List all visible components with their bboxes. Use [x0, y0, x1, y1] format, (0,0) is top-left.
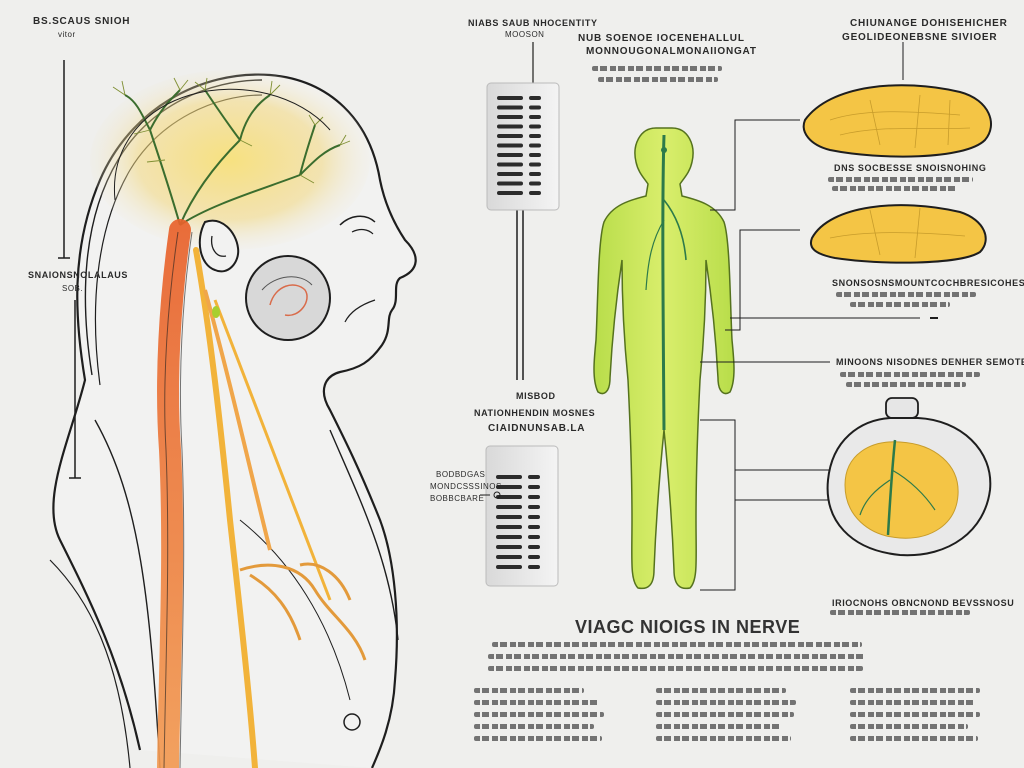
gauge-tick — [497, 96, 523, 100]
text-placeholder-row — [850, 302, 950, 307]
gauge-tick — [496, 495, 522, 499]
text-placeholder-row — [832, 186, 957, 191]
gauge-tick-marker — [529, 191, 541, 195]
gauge-tick-marker — [528, 475, 540, 479]
gauge-tick-marker — [528, 485, 540, 489]
gauge-tick — [496, 485, 522, 489]
brain-nerve-tree — [90, 70, 370, 250]
label-top-left-title: BS.SCAUS SNIOH — [33, 16, 131, 27]
label-left-small-3: BOBBCBARE — [430, 494, 485, 503]
gauge-tick — [496, 515, 522, 519]
gauge-tick — [497, 143, 523, 148]
top-gauge — [486, 42, 560, 380]
vagus-nerve-trunk — [157, 219, 332, 768]
text-placeholder-row — [836, 292, 976, 297]
label-right-mid-1: DNS SOCBESSE SNOISNOHING — [834, 163, 987, 173]
ganglion-node — [212, 255, 331, 341]
gauge-tick-marker — [529, 172, 541, 176]
gauge-tick-marker — [529, 162, 541, 167]
label-right-bottom-1: IRIOCNOHS OBNCNOND BEVSSNOSU — [832, 598, 1015, 608]
organ-top — [802, 84, 992, 158]
organ-bottom — [826, 397, 992, 557]
bottom-gauge — [485, 445, 559, 587]
bottom-gauge-ticks — [496, 475, 540, 569]
gauge-tick-marker — [528, 495, 540, 499]
gauge-tick — [497, 134, 523, 138]
gauge-tick — [497, 162, 523, 167]
text-placeholder-row — [846, 382, 966, 387]
label-right-top-1: CHIUNANGE DOHISEHICHER — [850, 18, 1008, 29]
gauge-tick-marker — [528, 555, 540, 559]
label-center-top-1: NUB SOENOE IOCENEHALLUL — [578, 33, 745, 44]
gauge-tick-marker — [529, 96, 541, 100]
body-figure — [593, 127, 735, 590]
gauge-tick — [496, 505, 522, 509]
gauge-tick — [496, 475, 522, 479]
gauge-tick — [497, 124, 523, 129]
gauge-tick-marker — [528, 515, 540, 519]
label-center-top-2: MONNOUGONALMONAIIONGAT — [586, 46, 757, 57]
gauge-tick-marker — [528, 525, 540, 529]
label-gauge-bottom-2: NATIONHENDIN MOSNES — [474, 408, 596, 418]
gauge-tick — [496, 565, 522, 569]
gauge-tick — [497, 172, 523, 176]
gauge-tick-marker — [529, 115, 541, 119]
label-top-left-sub: vitor — [58, 30, 76, 39]
small-markers — [480, 491, 501, 499]
gauge-tick — [496, 535, 522, 539]
gauge-tick — [496, 525, 522, 529]
gauge-tick — [496, 555, 522, 559]
gauge-tick — [497, 191, 523, 195]
gauge-tick — [497, 153, 523, 157]
label-gauge-top-1: NIABS SAUB NHOCENTITY — [468, 18, 598, 28]
gauge-tick-marker — [528, 545, 540, 549]
gauge-tick — [496, 545, 522, 549]
gauge-tick-marker — [529, 153, 541, 157]
diagram-title: VIAGC NIOIGS IN NERVE — [575, 617, 801, 637]
gauge-tick-marker — [529, 181, 541, 186]
gauge-tick-marker — [529, 105, 541, 110]
text-placeholder-row — [840, 372, 980, 377]
label-left-small-1: BODBDGAS — [436, 470, 486, 479]
gauge-tick — [497, 115, 523, 119]
label-right-mid-2: SNONSOSNSMOUNTCOCHBRESICOHES — [832, 278, 1024, 288]
ear — [198, 219, 240, 273]
label-left-mid-2: SOB. — [62, 284, 84, 293]
gauge-tick-marker — [528, 565, 540, 569]
label-gauge-bottom-3: CIAIDNUNSAB.LA — [488, 423, 586, 434]
text-placeholder-row — [828, 177, 973, 182]
connector-lines — [700, 42, 938, 591]
gauge-tick-marker — [529, 134, 541, 138]
left-indicator-line — [58, 60, 81, 479]
label-gauge-bottom-1: MISBOD — [516, 391, 556, 401]
organ-middle — [810, 204, 987, 264]
gauge-tick-marker — [528, 535, 540, 539]
gauge-tick-marker — [528, 505, 540, 509]
gauge-tick — [497, 105, 523, 110]
gauge-tick-marker — [529, 124, 541, 129]
text-placeholder-row — [830, 610, 970, 615]
gauge-tick-marker — [529, 143, 541, 148]
nerve-branches — [239, 562, 367, 661]
label-right-top-2: GEOLIDEONEBSNE SIVIOER — [842, 32, 998, 43]
label-right-lower-1: MINOONS NISODNES DENHER SEMOTENT — [836, 357, 1024, 367]
label-left-small-2: MONDCSSSINOS — [430, 482, 502, 491]
head-profile — [49, 73, 417, 768]
gauge-tick — [497, 181, 523, 186]
label-gauge-top-2: MOOSON — [505, 30, 545, 39]
top-gauge-ticks — [497, 96, 541, 195]
text-placeholder-row — [592, 66, 722, 71]
text-placeholder-row — [598, 77, 718, 82]
label-left-mid-1: SNAIONSNOLALAUS — [28, 270, 129, 280]
